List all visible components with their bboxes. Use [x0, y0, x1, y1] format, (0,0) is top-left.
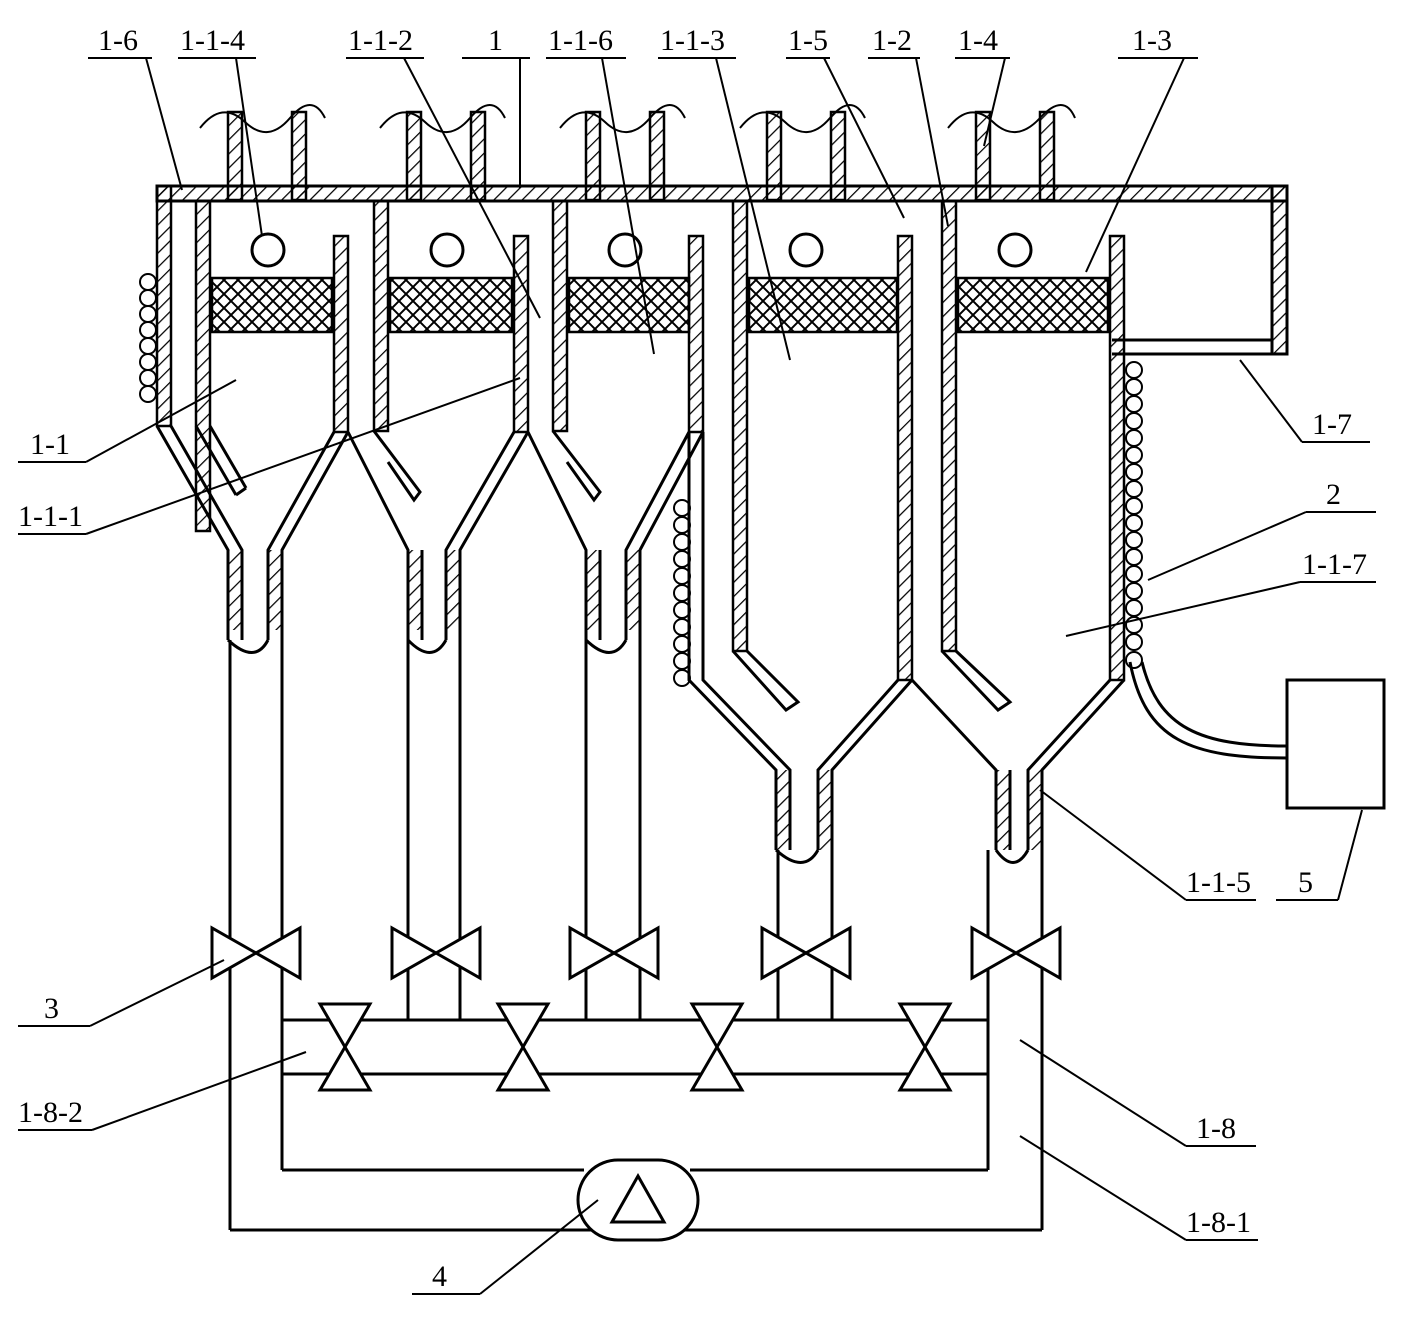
label-1-1: 1-1 [30, 428, 70, 461]
label-1-8-2: 1-8-2 [18, 1096, 83, 1129]
leader-lines [18, 57, 1376, 1295]
label-4: 4 [432, 1260, 447, 1293]
exhaust-stacks [199, 104, 1076, 202]
label-1-1-3: 1-1-3 [660, 24, 725, 57]
heating-coils [139, 273, 1143, 687]
label-1-7: 1-7 [1312, 408, 1352, 441]
label-1-8-1: 1-8-1 [1186, 1206, 1251, 1239]
return-pipes [230, 1018, 1042, 1232]
label-1-6: 1-6 [98, 24, 138, 57]
downpipes [228, 640, 1044, 1230]
reactor-unit-3 [526, 199, 705, 654]
reactor-unit-4 [687, 199, 914, 864]
label-1-1-2: 1-1-2 [348, 24, 413, 57]
label-1-1-5: 1-1-5 [1186, 866, 1251, 899]
control-box [1128, 661, 1386, 810]
reactor-unit-2 [346, 199, 530, 654]
label-5: 5 [1298, 866, 1313, 899]
part-labels: 1-6 1-1-4 1-1-2 1 1-1-6 1-1-3 1-5 1-2 1-… [18, 24, 1367, 1293]
label-1-8: 1-8 [1196, 1112, 1236, 1145]
label-1-3: 1-3 [1132, 24, 1172, 57]
reactor-unit-5 [910, 199, 1126, 864]
label-2: 2 [1326, 478, 1341, 511]
valves-vertical [210, 925, 1062, 981]
label-1-1-1: 1-1-1 [18, 500, 83, 533]
label-1-1-7: 1-1-7 [1302, 548, 1367, 581]
reactor-unit-1 [155, 184, 350, 654]
top-manifold [155, 184, 1289, 356]
valves-horizontal [317, 1002, 953, 1092]
label-1-5: 1-5 [788, 24, 828, 57]
label-1-1-6: 1-1-6 [548, 24, 613, 57]
pump [576, 1158, 700, 1242]
label-1-2: 1-2 [872, 24, 912, 57]
label-1-4: 1-4 [958, 24, 998, 57]
label-1: 1 [488, 24, 503, 57]
label-3: 3 [44, 992, 59, 1025]
label-1-1-4: 1-1-4 [180, 24, 245, 57]
